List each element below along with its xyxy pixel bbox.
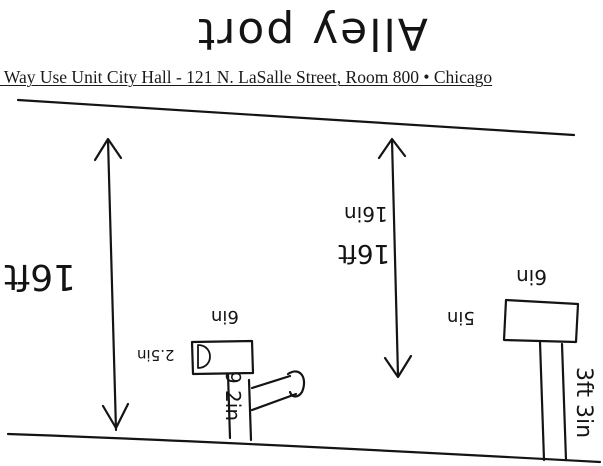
right-fixture-height-label: 5in: [447, 307, 475, 328]
left-arm-top: [250, 374, 292, 390]
right-pole-height-label: 3ft 3in: [571, 366, 597, 439]
right-arrow-head-top: [377, 137, 407, 160]
left-pole-offset-label: 9 2in: [221, 370, 246, 422]
left-fixture-mount: [197, 344, 211, 369]
right-fixture-box: [502, 298, 580, 344]
left-dimension-arrow: [106, 138, 118, 432]
left-fixture-width-label: 6in: [211, 306, 239, 327]
left-arrow-head-bottom: [101, 402, 130, 430]
left-arm-end-cap: [286, 370, 306, 398]
left-fixture-box: [190, 339, 255, 376]
top-boundary-line: [16, 98, 576, 137]
right-clearance-feet-label: 16ft: [338, 238, 390, 268]
right-pole-right-edge: [560, 342, 568, 462]
right-fixture-width-label: 6in: [516, 265, 547, 289]
header-banner: e Way Use Unit City Hall - 121 N. LaSall…: [0, 66, 603, 90]
right-pole-left-edge: [538, 340, 546, 462]
left-pole-left-edge: [226, 372, 232, 440]
alley-title-handwriting: Alley port: [196, 8, 428, 59]
left-arrow-head-top: [93, 137, 123, 162]
left-pole-right-edge: [247, 378, 253, 442]
left-fixture-height-label: 2.5in: [137, 346, 175, 364]
bottom-boundary-line: [6, 432, 602, 464]
header-link-text[interactable]: e Way Use Unit City Hall - 121 N. LaSall…: [0, 67, 493, 87]
left-clearance-label: 16ft: [4, 256, 76, 297]
right-clearance-inches-label: 16in: [344, 202, 388, 226]
left-arm-bottom: [250, 392, 298, 412]
right-arrow-head-bottom: [383, 354, 413, 379]
right-dimension-arrow: [390, 138, 400, 378]
